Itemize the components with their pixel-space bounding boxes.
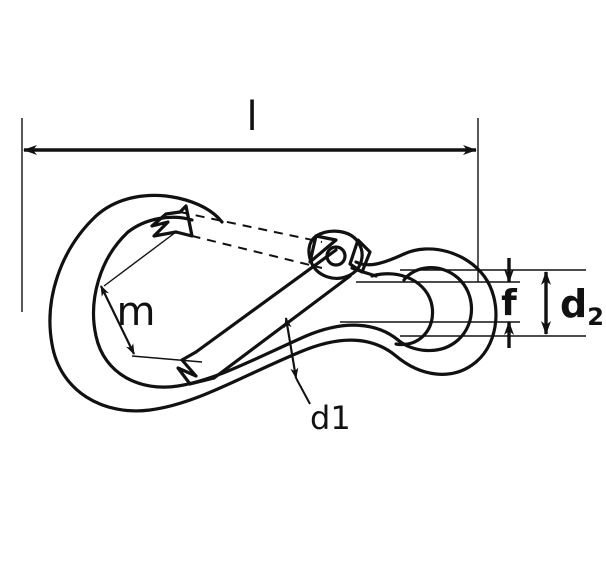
carabiner-body-group: [48, 193, 498, 413]
body-outer-contour: [48, 214, 498, 413]
dimension-d1-leader: [295, 377, 311, 405]
dimension-d1-label: d1: [310, 399, 351, 437]
extension-lines-group: [21, 118, 586, 337]
gate-bar-lower-edge: [212, 274, 352, 380]
dimension-m-group: m: [100, 231, 203, 363]
dimension-d1-arrow: [283, 317, 299, 379]
dimension-m-arrow: [100, 285, 135, 355]
gate-open-notch-path: [150, 210, 182, 238]
gate-pivot-group: [307, 229, 372, 280]
dimension-f-label: f: [501, 283, 517, 324]
gate-bar-tail-notch: [176, 350, 216, 386]
gate-open-lower-edge: [175, 231, 323, 269]
hook-nose-inner: [370, 272, 435, 347]
gate-open-tail-notch: [150, 204, 194, 238]
dimension-d1-group: d1: [283, 317, 351, 437]
dimension-l-group: l: [23, 94, 477, 155]
body-inner-contour: [91, 230, 400, 389]
dimension-m-ext-upper: [103, 231, 177, 287]
nose-shoulder-line: [350, 266, 378, 278]
dimension-f-group: f: [501, 258, 517, 348]
dimension-m-label: m: [117, 289, 156, 335]
gate-open-notch-tip: [174, 204, 194, 238]
gate-open-upper-edge: [179, 211, 323, 243]
gate-closed-group: [176, 248, 352, 386]
gate-open-dashed-group: [175, 211, 323, 269]
dimension-l-label: l: [246, 94, 257, 140]
body-top-arc: [94, 193, 224, 224]
dimension-d2-label: d2: [560, 282, 604, 331]
dimension-d2-label-subscript: 2: [587, 303, 604, 331]
pivot-left-wedge: [308, 234, 338, 264]
dimension-d2-group: d2: [541, 271, 604, 335]
pivot-right-collar: [348, 238, 372, 274]
pivot-pin-circle: [325, 245, 347, 267]
dimension-d2-label-base: d: [560, 282, 587, 326]
hook-nose-outer: [396, 266, 473, 353]
dimension-m-ext-lower: [131, 355, 203, 363]
pivot-housing-outline: [307, 229, 364, 280]
